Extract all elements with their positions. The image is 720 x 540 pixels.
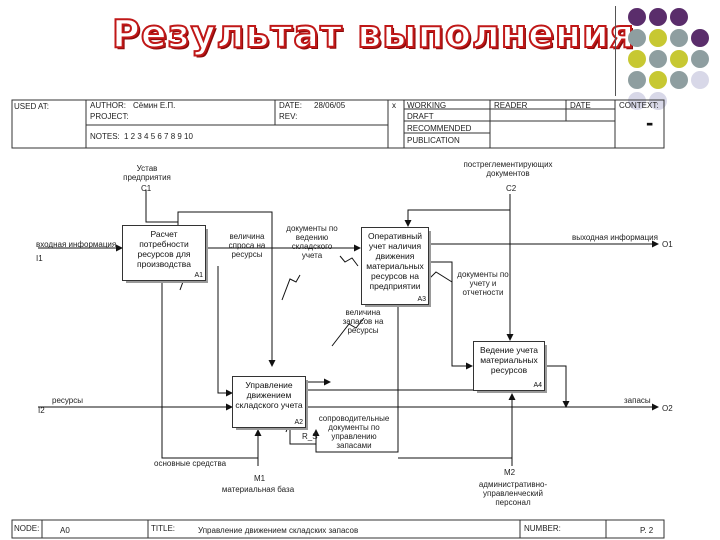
label-o2: О2 xyxy=(662,404,673,413)
header-status-check: x xyxy=(392,101,396,110)
activity-a2-text: Управление движением складского учета xyxy=(235,380,303,410)
header-author-value: Сёмин Е.П. xyxy=(133,101,176,110)
header-author-label: AUTHOR: xyxy=(90,101,126,110)
header-reader-label: READER xyxy=(494,101,528,110)
label-m2: М2 xyxy=(504,468,516,477)
label-control-c1: Устав предприятия xyxy=(123,164,171,182)
footer-node-label: NODE: xyxy=(14,524,40,533)
header-rev-label: REV: xyxy=(279,112,298,121)
label-control-c2: постреглементирующих документов xyxy=(463,160,553,178)
header-context-label: CONTEXT: xyxy=(619,101,659,110)
footer-title-label: TITLE: xyxy=(151,524,176,533)
activity-box-a4[interactable]: Ведение учета материальных ресурсов А4 xyxy=(473,341,545,391)
slide-title: Результат выполнения xyxy=(111,11,636,57)
activity-a2-number: А2 xyxy=(294,419,303,426)
label-a3-output: документы по учету и отчетности xyxy=(457,270,509,297)
header-notes-label: NOTES: xyxy=(90,132,120,141)
activity-a1-text: Расчет потребности ресурсов для производ… xyxy=(137,229,191,269)
activity-a4-text: Ведение учета материальных ресурсов xyxy=(479,345,539,375)
header-status-recommended: RECOMMENDED xyxy=(407,124,472,133)
activity-a1-number: А1 xyxy=(194,272,203,279)
label-i2: I2 xyxy=(38,406,45,415)
header-notes-value: 1 2 3 4 5 6 7 8 9 10 xyxy=(124,132,193,141)
header-project-label: PROJECT: xyxy=(90,112,129,121)
activity-a3-text: Оперативный учет наличия движения матери… xyxy=(366,231,424,291)
label-input-i1: входная информация xyxy=(36,240,117,249)
footer-title-value: Управление движением складских запасов xyxy=(198,526,359,535)
header-date-label: DATE: xyxy=(279,101,302,110)
label-output-o1: выходная информация xyxy=(572,233,658,242)
label-a1-output: величина спроса на ресурсы xyxy=(228,232,266,259)
label-input-i2: ресурсы xyxy=(52,396,84,405)
activity-a4-number: А4 xyxy=(533,382,542,389)
label-i1: I1 xyxy=(36,254,43,263)
label-mechanism-m1-caption: основные средства xyxy=(154,459,227,468)
label-m1: М1 xyxy=(254,474,266,483)
activity-box-a3[interactable]: Оперативный учет наличия движения матери… xyxy=(361,227,429,305)
label-a2-control: величина запасов на ресурсы xyxy=(342,308,384,335)
label-a2-output: сопроводительные документы по управлению… xyxy=(318,414,390,450)
header-status-working: WORKING xyxy=(407,101,447,110)
label-c2: С2 xyxy=(506,184,517,193)
slide-divider xyxy=(615,6,616,96)
activity-a3-number: А3 xyxy=(417,296,426,303)
footer-node-value: А0 xyxy=(60,526,70,535)
header-date2-label: DATE xyxy=(570,101,591,110)
header-status-draft: DRAFT xyxy=(407,112,434,121)
label-m1-sub: материальная база xyxy=(221,485,295,494)
label-m2-sub: административно-управленческий персонал xyxy=(478,480,548,507)
label-c1: С1 xyxy=(141,184,152,193)
footer-page-value: P. 2 xyxy=(640,526,654,535)
footer-number-label: NUMBER: xyxy=(524,524,561,533)
header-date-value: 28/06/05 xyxy=(314,101,346,110)
header-context-mark: - xyxy=(646,110,654,135)
label-o1: О1 xyxy=(662,240,673,249)
header-status-publication: PUBLICATION xyxy=(407,136,460,145)
activity-box-a1[interactable]: Расчет потребности ресурсов для производ… xyxy=(122,225,206,281)
activity-box-a2[interactable]: Управление движением складского учета А2 xyxy=(232,376,306,428)
label-a3-input: документы по ведению складского учета xyxy=(286,224,338,260)
decorative-dot-grid xyxy=(628,8,720,110)
label-output-o2: запасы xyxy=(624,396,651,405)
header-used-at: USED AT: xyxy=(14,102,49,111)
label-rs: R_S xyxy=(302,432,318,441)
